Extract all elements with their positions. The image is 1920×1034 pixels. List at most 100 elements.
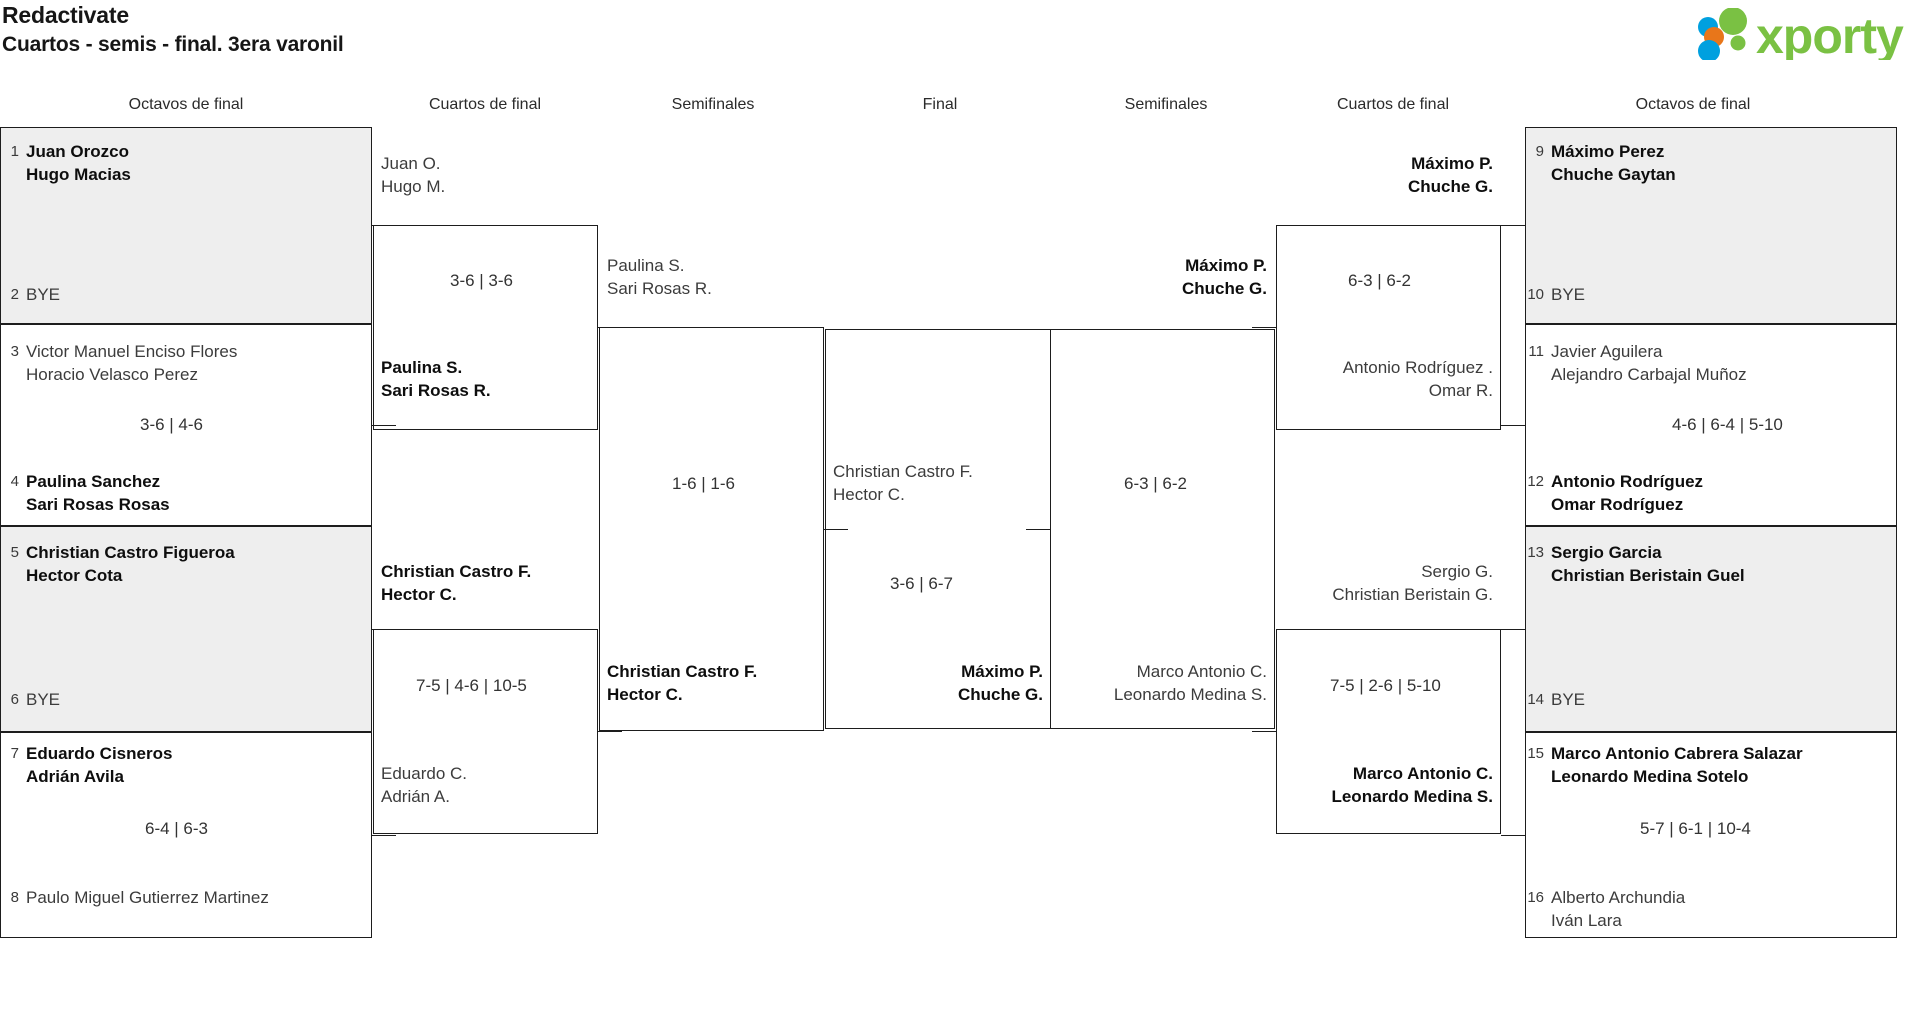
round-header-right-sf: Semifinales <box>1124 96 1208 113</box>
seed-number: 16 <box>1527 889 1544 906</box>
qf-left-1-bottom[interactable]: Paulina S. Sari Rosas R. <box>381 358 491 400</box>
seed-entry-7[interactable]: 7 Eduardo Cisneros Adrián Avila <box>0 742 372 788</box>
seed-number: 4 <box>10 473 19 490</box>
connector-sf-left <box>824 529 848 530</box>
seed-entry-6[interactable]: 6 BYE <box>0 688 372 711</box>
seed-number: 15 <box>1527 745 1544 762</box>
qf-right-2-top[interactable]: Sergio G. Christian Beristain G. <box>1332 562 1493 604</box>
match-score-r16-11: 4-6 | 6-4 | 5-10 <box>1672 415 1783 434</box>
seed-entry-8[interactable]: 8 Paulo Miguel Gutierrez Martinez <box>0 886 372 909</box>
match-score-qf-right-1: 6-3 | 6-2 <box>1348 271 1412 290</box>
xporty-logo: xporty <box>1686 8 1912 60</box>
match-box-qf-left-1[interactable] <box>373 225 598 430</box>
match-box-r16-3[interactable] <box>0 526 372 732</box>
match-box-sf-left[interactable] <box>599 327 824 731</box>
sf-left-bottom[interactable]: Christian Castro F. Hector C. <box>607 662 758 704</box>
match-box-qf-right-1[interactable] <box>1276 225 1501 430</box>
sf-left-top[interactable]: Paulina S. Sari Rosas R. <box>607 256 712 298</box>
final-right-entry[interactable]: Máximo P. Chuche G. <box>957 662 1043 704</box>
match-box-sf-right[interactable] <box>1050 329 1275 729</box>
player-names: BYE <box>26 690 61 709</box>
seed-number: 5 <box>10 544 19 561</box>
round-header-left-r16: Octavos de final <box>128 96 244 113</box>
qf-right-1-bottom[interactable]: Antonio Rodríguez . Omar R. <box>1342 358 1493 400</box>
player-names: Eduardo Cisneros Adrián Avila <box>26 744 173 786</box>
seed-entry-2[interactable]: 2 BYE <box>0 283 372 306</box>
player-names: BYE <box>1551 285 1586 304</box>
match-box-r16-15[interactable] <box>1525 732 1897 938</box>
seed-number: 9 <box>1535 143 1544 160</box>
match-box-r16-13[interactable] <box>1525 526 1897 732</box>
match-box-r16-1[interactable] <box>0 127 372 324</box>
player-names: BYE <box>26 285 61 304</box>
connector-qf-right-1 <box>1252 327 1276 328</box>
seed-entry-1[interactable]: 1 Juan Orozco Hugo Macias <box>0 140 372 186</box>
seed-entry-13[interactable]: 13 Sergio Garcia Christian Beristain Gue… <box>1525 541 1897 587</box>
match-score-qf-left-1: 3-6 | 3-6 <box>450 271 514 290</box>
seed-entry-5[interactable]: 5 Christian Castro Figueroa Hector Cota <box>0 541 372 587</box>
seed-entry-16[interactable]: 16 Alberto Archundia Iván Lara <box>1525 886 1897 932</box>
page-subtitle: Cuartos - semis - final. 3era varonil <box>2 33 344 56</box>
player-names: Antonio Rodríguez Omar Rodríguez <box>1551 472 1704 514</box>
seed-number: 8 <box>10 889 19 906</box>
seed-number: 6 <box>10 691 19 708</box>
seed-entry-10[interactable]: 10 BYE <box>1525 283 1897 306</box>
qf-right-1-top[interactable]: Máximo P. Chuche G. <box>1407 154 1493 196</box>
player-names: Paulo Miguel Gutierrez Martinez <box>26 888 269 907</box>
player-names: Paulina Sanchez Sari Rosas Rosas <box>26 472 170 514</box>
seed-number: 14 <box>1527 691 1544 708</box>
seed-number: 3 <box>10 343 19 360</box>
seed-entry-3[interactable]: 3 Victor Manuel Enciso Flores Horacio Ve… <box>0 340 372 386</box>
connector-r16-11 <box>1501 425 1525 426</box>
sf-right-bottom[interactable]: Marco Antonio C. Leonardo Medina S. <box>1113 662 1267 704</box>
match-score-r16-4: 6-4 | 6-3 <box>145 819 209 838</box>
seed-number: 10 <box>1527 286 1544 303</box>
match-box-r16-9[interactable] <box>1525 127 1897 324</box>
match-score-sf-left: 1-6 | 1-6 <box>672 474 736 493</box>
qf-right-2-bottom[interactable]: Marco Antonio C. Leonardo Medina S. <box>1331 764 1493 806</box>
player-names: Victor Manuel Enciso Flores Horacio Vela… <box>26 342 238 384</box>
qf-left-2-bottom[interactable]: Eduardo C. Adrián A. <box>381 764 467 806</box>
final-left-entry[interactable]: Christian Castro F. Hector C. <box>833 462 973 504</box>
sf-right-top[interactable]: Máximo P. Chuche G. <box>1181 256 1267 298</box>
player-names: Marco Antonio Cabrera Salazar Leonardo M… <box>1551 744 1803 786</box>
connector-qf-left-2 <box>598 731 622 732</box>
player-names: Christian Castro Figueroa Hector Cota <box>26 543 235 585</box>
seed-entry-15[interactable]: 15 Marco Antonio Cabrera Salazar Leonard… <box>1525 742 1897 788</box>
seed-entry-12[interactable]: 12 Antonio Rodríguez Omar Rodríguez <box>1525 470 1897 516</box>
player-names: Sergio Garcia Christian Beristain Guel <box>1551 543 1745 585</box>
connector-r16-2 <box>372 425 396 426</box>
match-score-sf-right: 6-3 | 6-2 <box>1124 474 1188 493</box>
seed-entry-11[interactable]: 11 Javier Aguilera Alejandro Carbajal Mu… <box>1525 340 1897 386</box>
connector-r16-15 <box>1501 835 1525 836</box>
player-names: Javier Aguilera Alejandro Carbajal Muñoz <box>1551 342 1747 384</box>
match-box-final-left[interactable] <box>825 329 1050 729</box>
seed-entry-14[interactable]: 14 BYE <box>1525 688 1897 711</box>
seed-number: 7 <box>10 745 19 762</box>
seed-entry-4[interactable]: 4 Paulina Sanchez Sari Rosas Rosas <box>0 470 372 516</box>
match-box-r16-4[interactable] <box>0 732 372 938</box>
connector-r16-4 <box>372 835 396 836</box>
match-score-final: 3-6 | 6-7 <box>890 574 954 593</box>
player-names: Máximo Perez Chuche Gaytan <box>1551 142 1676 184</box>
match-score-qf-right-2: 7-5 | 2-6 | 5-10 <box>1330 676 1441 695</box>
round-header-right-r16: Octavos de final <box>1635 96 1751 113</box>
svg-text:xporty: xporty <box>1756 8 1904 60</box>
match-box-r16-2[interactable] <box>0 324 372 526</box>
player-names: BYE <box>1551 690 1586 709</box>
match-score-qf-left-2: 7-5 | 4-6 | 10-5 <box>416 676 527 695</box>
match-box-qf-right-2[interactable] <box>1276 629 1501 834</box>
match-box-r16-11[interactable] <box>1525 324 1897 526</box>
qf-left-1-top[interactable]: Juan O. Hugo M. <box>381 154 446 196</box>
connector-qf-right-2 <box>1252 731 1276 732</box>
qf-left-2-top[interactable]: Christian Castro F. Hector C. <box>381 562 532 604</box>
round-header-final: Final <box>922 96 958 113</box>
match-box-qf-left-2[interactable] <box>373 629 598 834</box>
seed-number: 11 <box>1528 343 1544 360</box>
round-header-left-qf: Cuartos de final <box>428 96 542 113</box>
player-names: Alberto Archundia Iván Lara <box>1551 888 1686 930</box>
seed-number: 1 <box>10 143 19 160</box>
seed-entry-9[interactable]: 9 Máximo Perez Chuche Gaytan <box>1525 140 1897 186</box>
player-names: Juan Orozco Hugo Macias <box>26 142 131 184</box>
